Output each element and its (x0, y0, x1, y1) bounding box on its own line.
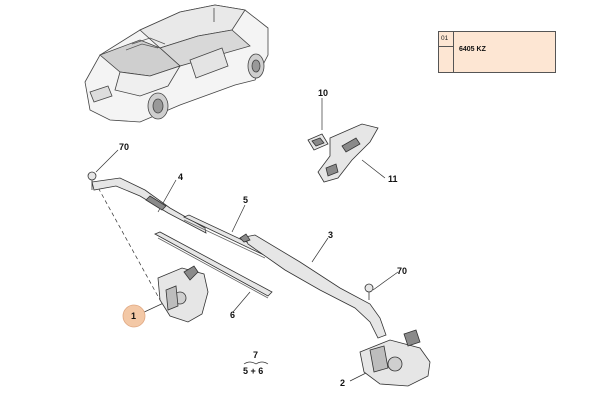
part-1-motor (157, 265, 209, 323)
callout-5: 5 (243, 195, 248, 205)
callout-1: 1 (131, 311, 136, 321)
callout-70-right: 70 (397, 266, 407, 276)
part-70-bolt-right (364, 283, 374, 300)
callout-4: 4 (178, 172, 183, 182)
callout-1-highlight (122, 304, 146, 328)
part-10-plate (307, 133, 329, 151)
callout-2: 2 (340, 378, 345, 388)
callout-7-brace (243, 361, 269, 365)
callout-11: 11 (388, 174, 398, 184)
callout-7-sub: 5 + 6 (243, 366, 263, 376)
part-3-wiper-arm (239, 233, 387, 339)
car-illustration (84, 4, 269, 123)
callout-3: 3 (328, 230, 333, 240)
part-2-linkage (359, 329, 431, 387)
reference-box-divider (453, 32, 454, 72)
callout-7: 7 (253, 350, 258, 360)
reference-index: 01 (441, 35, 449, 42)
callout-6: 6 (230, 310, 235, 320)
part-6-wiper-blade (154, 231, 273, 299)
part-4-wiper-arm (91, 177, 207, 234)
reference-code: 6405 KZ (459, 46, 486, 53)
callout-10: 10 (318, 88, 328, 98)
reference-box: 01 6405 KZ (438, 31, 556, 73)
reference-box-divider-h (439, 46, 453, 47)
callout-70-top: 70 (119, 142, 129, 152)
part-11-bracket (317, 123, 379, 183)
